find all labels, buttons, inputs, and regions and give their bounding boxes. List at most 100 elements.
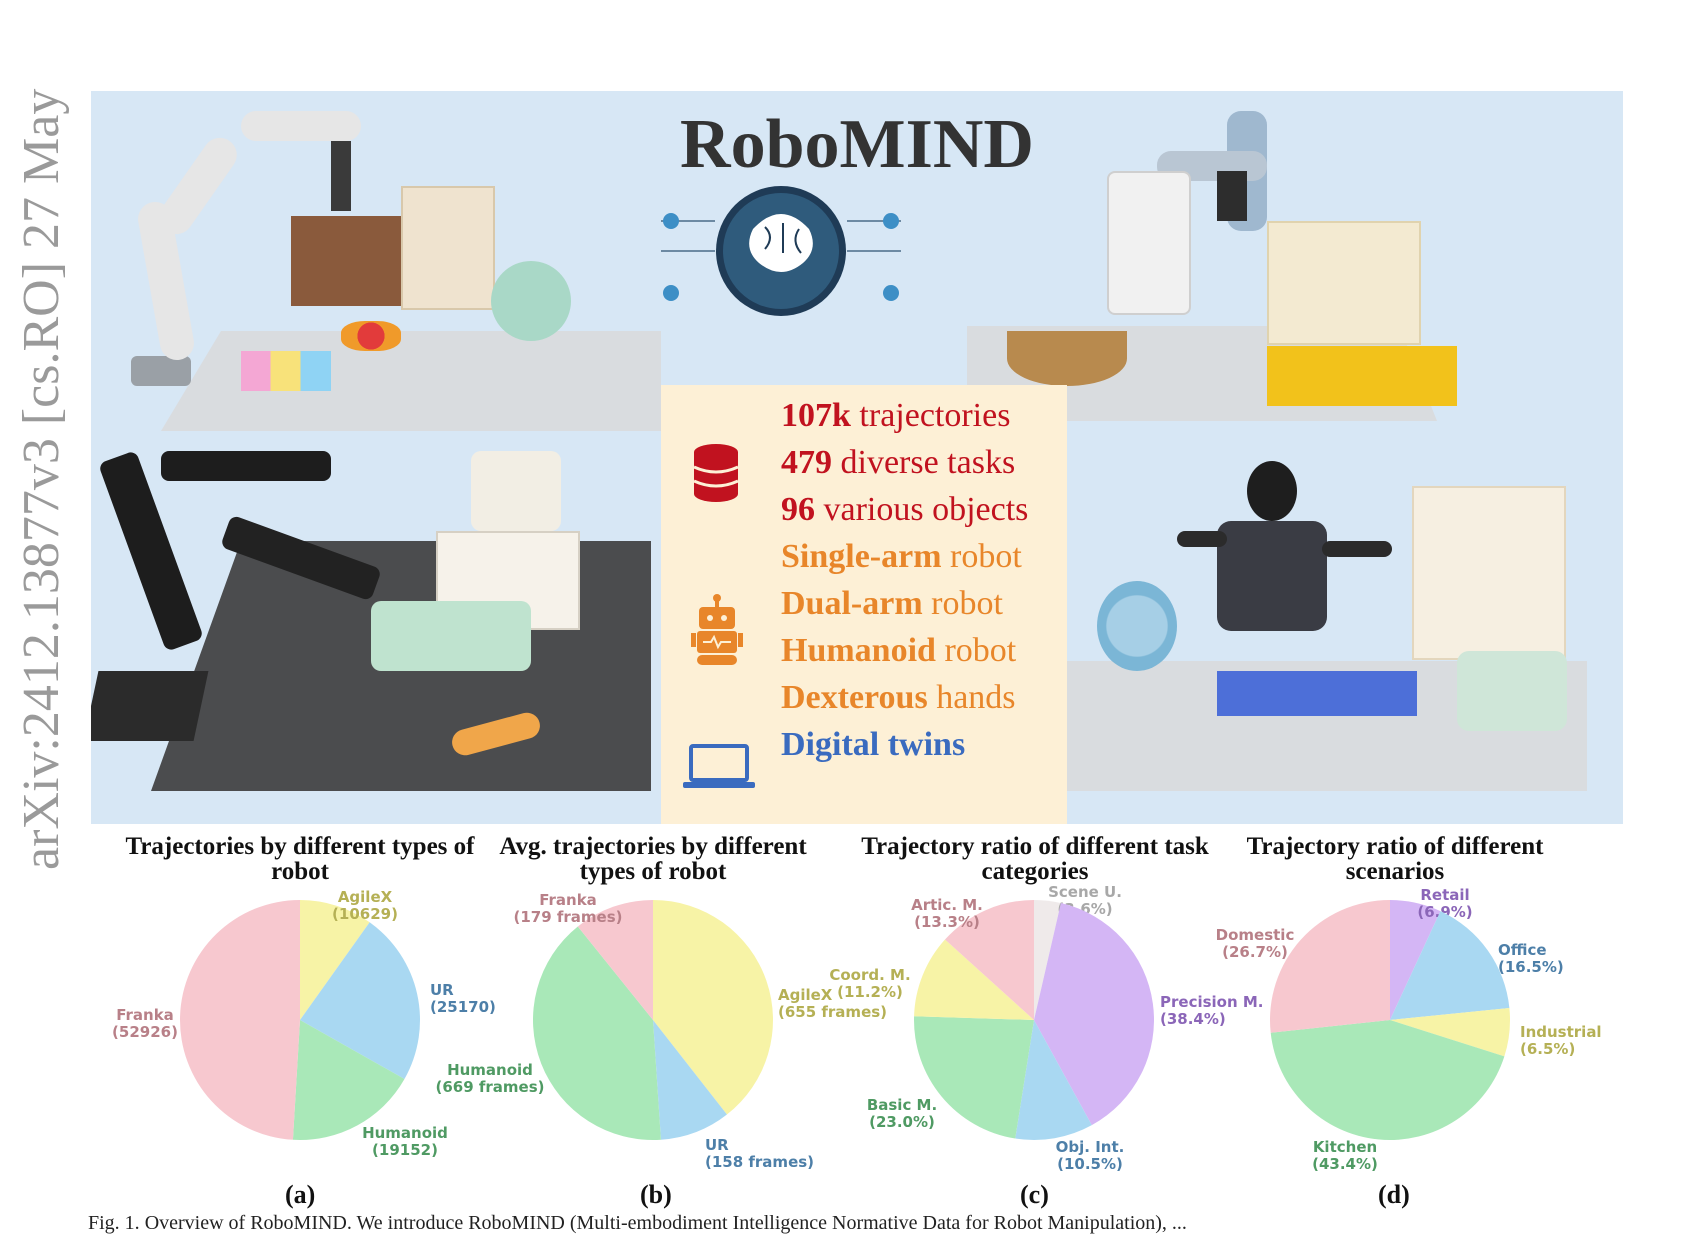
humanoid-torso bbox=[1217, 521, 1327, 631]
banner-title: RoboMIND bbox=[680, 106, 1034, 183]
caption-text: Overview of RoboMIND. We introduce RoboM… bbox=[144, 1212, 1187, 1234]
scene-franka bbox=[91, 91, 671, 431]
chart-title: Trajectory ratio of different scenarios bbox=[1246, 833, 1544, 885]
pie-slice bbox=[292, 1020, 405, 1141]
brain-circuit-icon bbox=[661, 186, 901, 316]
stat-line: Single-arm robot bbox=[781, 538, 1022, 576]
robot-gripper bbox=[1217, 171, 1247, 221]
slice-label: Domestic bbox=[1216, 926, 1295, 944]
pie-slice bbox=[532, 926, 661, 1140]
blue-tray bbox=[1217, 671, 1417, 716]
caption-prefix: Fig. 1. bbox=[88, 1212, 140, 1234]
pie-slice bbox=[914, 939, 1034, 1020]
stats-panel: 107k trajectories 479 diverse tasks 96 var… bbox=[661, 385, 1067, 824]
stat-line: Dexterous hands bbox=[781, 679, 1016, 717]
pie-slice bbox=[1270, 1020, 1505, 1141]
stat-highlight: 96 bbox=[781, 491, 815, 528]
pie-slice bbox=[1390, 1007, 1510, 1057]
scene-ur bbox=[967, 91, 1623, 431]
subfigure-label: (d) bbox=[1378, 1180, 1410, 1209]
stat-highlight: Dexterous bbox=[781, 679, 928, 716]
humanoid-arm bbox=[1322, 541, 1392, 557]
slice-value: (11.2%) bbox=[837, 983, 903, 1001]
pie-slice bbox=[1034, 903, 1154, 1126]
pie-slice bbox=[577, 900, 653, 1020]
yellow-basket bbox=[1267, 346, 1457, 406]
slice-label: Obj. Int. bbox=[1056, 1138, 1125, 1156]
humanoid-arm bbox=[1177, 531, 1227, 547]
stat-highlight: Dual-arm bbox=[781, 585, 923, 622]
slice-label: Retail bbox=[1420, 886, 1469, 904]
slice-label: Precision M. bbox=[1160, 993, 1264, 1011]
pie-slice bbox=[1390, 900, 1441, 1020]
pie-slice bbox=[1390, 911, 1510, 1020]
fruit bbox=[341, 321, 401, 351]
slice-value: (158 frames) bbox=[705, 1153, 814, 1171]
slice-label: Coord. M. bbox=[829, 966, 910, 984]
slice-value: (16.5%) bbox=[1498, 958, 1564, 976]
stat-highlight: 479 bbox=[781, 444, 832, 481]
subfigure-label: (c) bbox=[1020, 1180, 1049, 1209]
slice-value: (6.9%) bbox=[1417, 903, 1472, 921]
stat-text: various objects bbox=[815, 491, 1029, 528]
slice-value: (10.5%) bbox=[1057, 1155, 1123, 1173]
stat-line: Dual-arm robot bbox=[781, 585, 1003, 623]
stat-text: robot bbox=[935, 632, 1017, 669]
toaster bbox=[471, 451, 561, 531]
slice-value: (38.4%) bbox=[1160, 1010, 1226, 1028]
pie-slice bbox=[179, 900, 300, 1140]
pie-slice bbox=[944, 900, 1034, 1020]
slice-label: UR bbox=[430, 981, 454, 999]
pie-slice bbox=[914, 1016, 1034, 1139]
scene-humanoid bbox=[1067, 431, 1623, 824]
stat-line: Humanoid robot bbox=[781, 632, 1016, 670]
slice-value: (6.5%) bbox=[1520, 1040, 1575, 1058]
stat-text: diverse tasks bbox=[832, 444, 1016, 481]
blocks bbox=[241, 351, 331, 391]
slice-value: (52926) bbox=[112, 1023, 178, 1041]
slice-value: (10629) bbox=[332, 905, 398, 923]
slice-label: Kitchen bbox=[1313, 1138, 1377, 1156]
pie-slice bbox=[1015, 1020, 1092, 1141]
slice-label: Office bbox=[1498, 941, 1547, 959]
drawer-box bbox=[1267, 221, 1421, 345]
stat-highlight: 107k bbox=[781, 397, 851, 434]
stat-highlight: Humanoid bbox=[781, 632, 936, 669]
robot-arm-link bbox=[161, 451, 331, 481]
pie-slice bbox=[1270, 900, 1390, 1033]
slice-label: AgileX bbox=[338, 888, 393, 906]
robot-icon bbox=[691, 594, 743, 665]
pie-slice bbox=[300, 900, 370, 1020]
pie-slice bbox=[653, 900, 774, 1115]
slice-value: (25170) bbox=[430, 998, 496, 1016]
subfigure-label: (b) bbox=[640, 1180, 672, 1209]
slice-value: (43.4%) bbox=[1312, 1155, 1378, 1173]
stat-text: robot bbox=[941, 538, 1022, 575]
humanoid-head bbox=[1247, 461, 1297, 521]
slice-label: UR bbox=[705, 1136, 729, 1154]
scene-agilex bbox=[91, 431, 661, 824]
slice-value: (26.7%) bbox=[1222, 943, 1288, 961]
slice-value: (669 frames) bbox=[435, 1078, 544, 1096]
fruit-basket bbox=[1007, 331, 1127, 386]
subfigure-label: (a) bbox=[285, 1180, 316, 1209]
stat-line: Digital twins bbox=[781, 726, 965, 764]
slice-label: Industrial bbox=[1520, 1023, 1602, 1041]
pie-slice bbox=[300, 922, 420, 1080]
slice-label: Franka bbox=[539, 891, 597, 909]
slice-label: Artic. M. bbox=[911, 896, 983, 914]
slice-label: Humanoid bbox=[362, 1124, 448, 1142]
stat-highlight: Digital twins bbox=[781, 726, 966, 763]
database-icon bbox=[693, 444, 739, 502]
stat-line: 479 diverse tasks bbox=[781, 444, 1015, 482]
chart-title: Trajectories by different types of robot bbox=[125, 833, 475, 885]
stat-line: 107k trajectories bbox=[781, 397, 1010, 435]
stove bbox=[371, 601, 531, 671]
trash-bin bbox=[1107, 171, 1191, 315]
slice-label: Basic M. bbox=[867, 1096, 937, 1114]
slice-label: AgileX bbox=[778, 986, 833, 1004]
stat-text: robot bbox=[922, 585, 1003, 622]
